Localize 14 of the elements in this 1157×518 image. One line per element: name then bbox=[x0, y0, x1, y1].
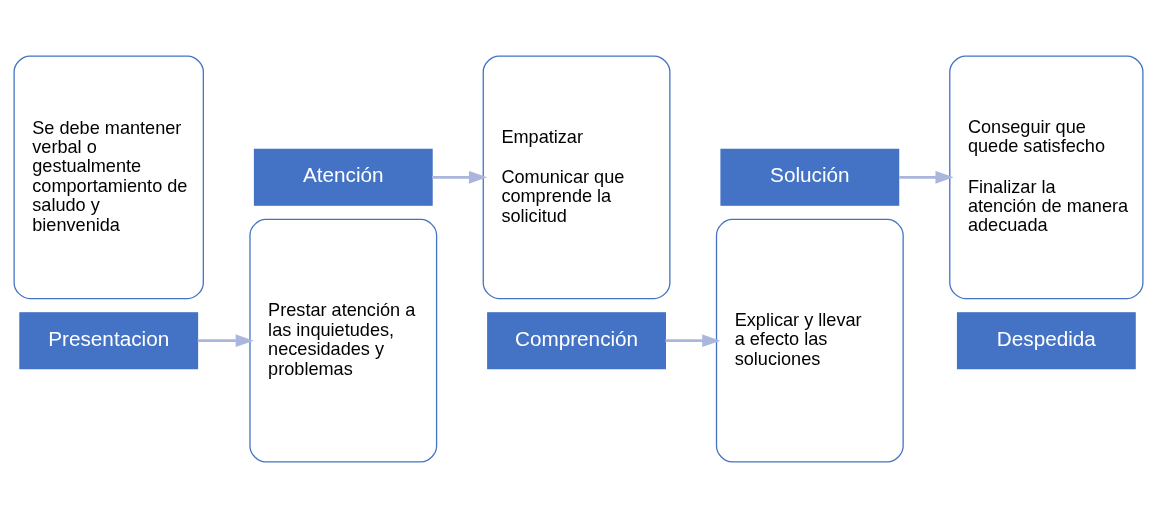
node-box: Prestar atención a las inquietudes, necesidades y problemas bbox=[249, 218, 438, 463]
node-box: Se debe mantener verbal o gestualmente comportamiento de saludo y bienvenida bbox=[13, 55, 204, 300]
node-box: Comprención bbox=[487, 312, 666, 370]
node-box: Conseguir que quede satisfecho Finalizar la atención de manera adecuada bbox=[949, 55, 1144, 300]
arrow bbox=[898, 171, 954, 184]
node-box: Atención bbox=[253, 148, 433, 206]
node-box: Explicar y llevar a efecto las soluciones bbox=[715, 218, 904, 463]
node-box: Presentacion bbox=[19, 312, 199, 370]
arrow bbox=[665, 334, 721, 347]
arrow bbox=[197, 334, 254, 347]
node-box: Empatizar Comunicar que comprende la solicitud bbox=[482, 55, 671, 300]
arrow bbox=[432, 171, 488, 184]
node-box: Despedida bbox=[956, 312, 1136, 370]
node-box: Solución bbox=[720, 148, 900, 206]
